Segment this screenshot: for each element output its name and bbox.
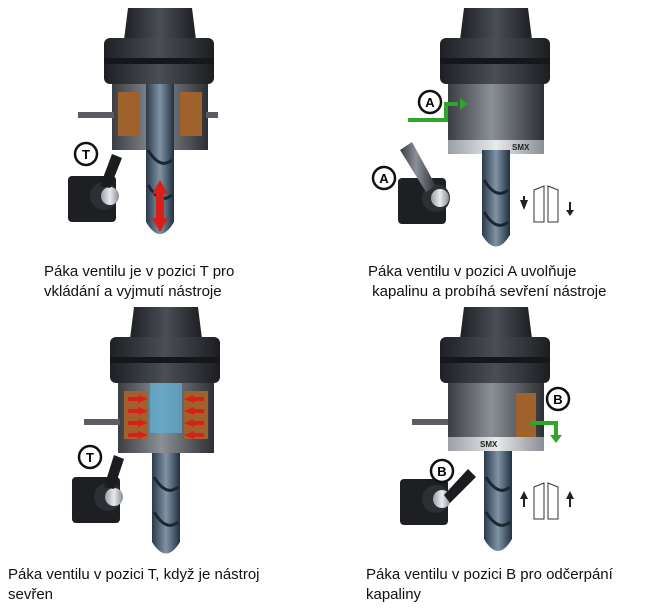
panel-t-load: T Páka ventilu je v pozici T pro vkládán… — [0, 0, 326, 306]
valve-lever — [100, 154, 122, 188]
tool-holder-illustration: T — [72, 307, 220, 554]
tool-holder-illustration: SMX A A — [371, 8, 574, 247]
tool-holder-illustration: T — [68, 8, 218, 234]
valve-lever — [444, 469, 476, 503]
badge-a-icon — [371, 165, 397, 191]
svg-text:A: A — [379, 171, 389, 186]
red-arrow-up-icon — [152, 180, 168, 194]
badge-b-icon — [545, 386, 571, 412]
caption: Páka ventilu v pozici A uvolňuje kapalin… — [368, 263, 607, 300]
badge-b-icon — [429, 458, 455, 484]
caption: Páka ventilu v pozici T, když je nástroj… — [8, 566, 260, 603]
panel-b-drain: SMX B B Páka ventilu v pozici B pro odče… — [326, 307, 652, 613]
caption: Páka ventilu je v pozici T pro vkládání … — [44, 263, 235, 300]
panel-a-clamp: SMX A A Páka ventilu v pozici A uvolňuje… — [326, 0, 652, 306]
valve-lever — [400, 142, 436, 192]
valve-lever — [104, 455, 124, 489]
svg-text:SMX: SMX — [480, 440, 498, 449]
caption: Páka ventilu v pozici B pro odčerpání ka… — [366, 566, 613, 603]
tool-holder-illustration: SMX B B — [400, 307, 574, 551]
svg-text:SMX: SMX — [512, 143, 530, 152]
svg-text:T: T — [82, 147, 90, 162]
svg-text:T: T — [86, 450, 94, 465]
badge-t-icon — [73, 141, 99, 167]
svg-text:A: A — [425, 95, 435, 110]
green-arrow-icon — [530, 421, 558, 435]
red-arrows-icon — [128, 395, 204, 439]
red-arrow-down-icon — [152, 218, 168, 232]
svg-text:B: B — [437, 464, 446, 479]
svg-text:B: B — [553, 392, 562, 407]
badge-a-icon — [417, 89, 443, 115]
green-arrow-icon — [408, 102, 458, 122]
panel-t-clamped: T Páka ventilu v pozici T, když je nástr… — [0, 307, 326, 613]
badge-t-icon — [77, 444, 103, 470]
